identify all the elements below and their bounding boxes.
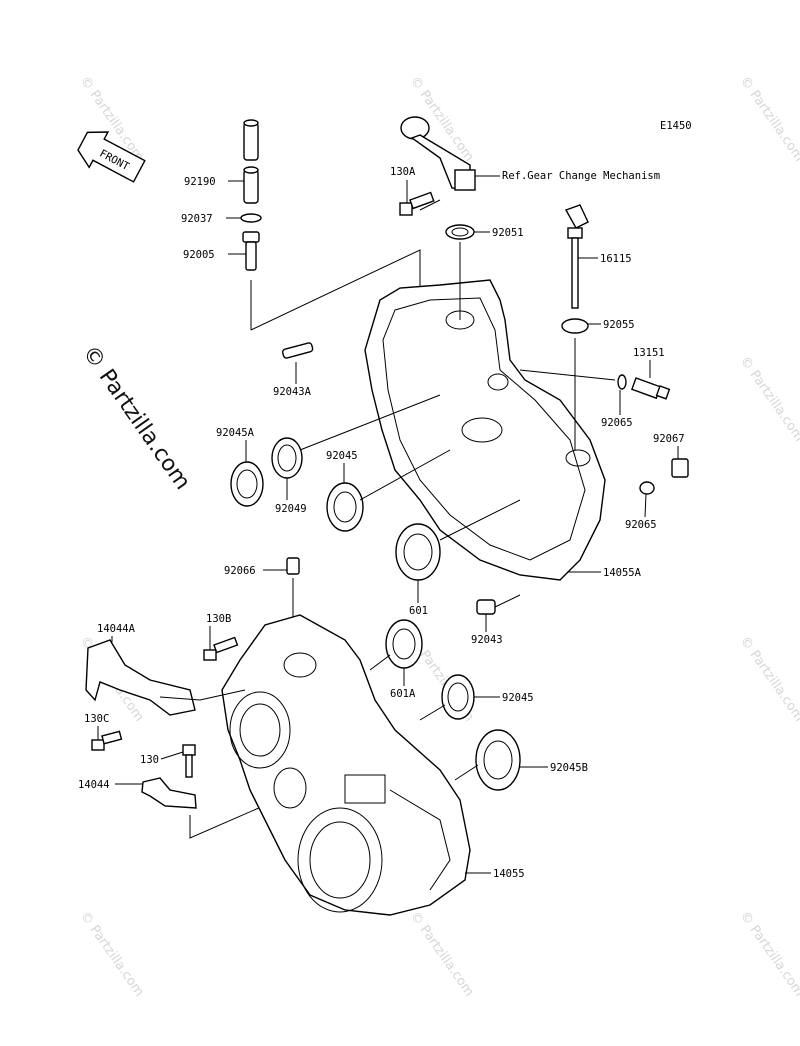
case-cover-14055A <box>364 279 606 581</box>
label-92055[interactable]: 92055 <box>603 319 635 331</box>
bearing-601 <box>395 523 441 581</box>
case-14055 <box>221 614 471 916</box>
watermark-main: © Partzilla.com <box>77 341 195 494</box>
gear-change-lever <box>400 116 476 191</box>
washer-92065b <box>639 481 655 495</box>
label-14055[interactable]: 14055 <box>493 868 525 880</box>
seal-92049 <box>271 437 303 479</box>
label-14055A[interactable]: 14055A <box>603 567 642 579</box>
o-ring-92055 <box>561 318 589 334</box>
label-92190[interactable]: 92190 <box>184 176 216 188</box>
label-601A[interactable]: 601A <box>390 688 416 700</box>
label-92066[interactable]: 92066 <box>224 565 256 577</box>
clip-92037 <box>240 213 262 223</box>
label-13151[interactable]: 13151 <box>633 347 665 359</box>
dipstick-16115 <box>564 204 589 309</box>
bearing-92045B <box>475 729 521 791</box>
label-92067[interactable]: 92067 <box>653 433 685 445</box>
label-92051[interactable]: 92051 <box>492 227 524 239</box>
watermark-tile: © Partzilla.com <box>737 74 800 165</box>
washer-92065a <box>617 374 627 390</box>
label-14044A[interactable]: 14044A <box>97 623 136 635</box>
label-601[interactable]: 601 <box>409 605 428 617</box>
label-92037[interactable]: 92037 <box>181 213 213 225</box>
label-92045-upper[interactable]: 92045 <box>326 450 358 462</box>
watermark-tile: © Partzilla.com <box>737 354 800 445</box>
seal-92051 <box>445 224 475 240</box>
front-arrow-icon: FRONT <box>77 131 146 183</box>
pipe-92190 <box>243 119 259 204</box>
bearing-92045b <box>441 674 475 720</box>
bearing-92045A <box>230 461 264 507</box>
label-130C[interactable]: 130C <box>84 713 109 725</box>
dowel-92043 <box>476 599 496 615</box>
plug-92067 <box>671 458 689 478</box>
fitting-92005 <box>242 231 260 271</box>
watermark-tile: © Partzilla.com <box>77 909 147 1000</box>
label-92043[interactable]: 92043 <box>471 634 503 646</box>
watermark-tile: © Partzilla.com <box>737 909 800 1000</box>
label-130A[interactable]: 130A <box>390 166 416 178</box>
label-92045B[interactable]: 92045B <box>550 762 588 774</box>
label-92005[interactable]: 92005 <box>183 249 215 261</box>
label-92045-lower[interactable]: 92045 <box>502 692 534 704</box>
label-130[interactable]: 130 <box>140 754 159 766</box>
label-16115[interactable]: 16115 <box>600 253 632 265</box>
bearing-92045a <box>326 482 364 532</box>
label-130B[interactable]: 130B <box>206 613 231 625</box>
watermark-tile: © Partzilla.com <box>407 909 477 1000</box>
watermark-tile: © Partzilla.com <box>737 634 800 725</box>
label-92065-lower[interactable]: 92065 <box>625 519 657 531</box>
label-92065-upper[interactable]: 92065 <box>601 417 633 429</box>
bracket-14044 <box>141 777 197 809</box>
bearing-601A <box>385 619 423 669</box>
label-92049[interactable]: 92049 <box>275 503 307 515</box>
bracket-14044A <box>85 639 196 716</box>
bolt-130A <box>399 191 435 216</box>
label-92043A[interactable]: 92043A <box>273 386 312 398</box>
plug-92066 <box>286 557 300 575</box>
label-92045A[interactable]: 92045A <box>216 427 255 439</box>
dowel-92043A <box>281 342 314 359</box>
diagram-code: E1450 <box>660 120 692 132</box>
label-ref-gear-change[interactable]: Ref.Gear Change Mechanism <box>502 170 660 182</box>
label-14044[interactable]: 14044 <box>78 779 110 791</box>
bolt-130 <box>182 744 196 778</box>
bolt-130B <box>203 636 239 661</box>
switch-13151 <box>630 377 671 400</box>
bolt-130C <box>91 730 123 751</box>
